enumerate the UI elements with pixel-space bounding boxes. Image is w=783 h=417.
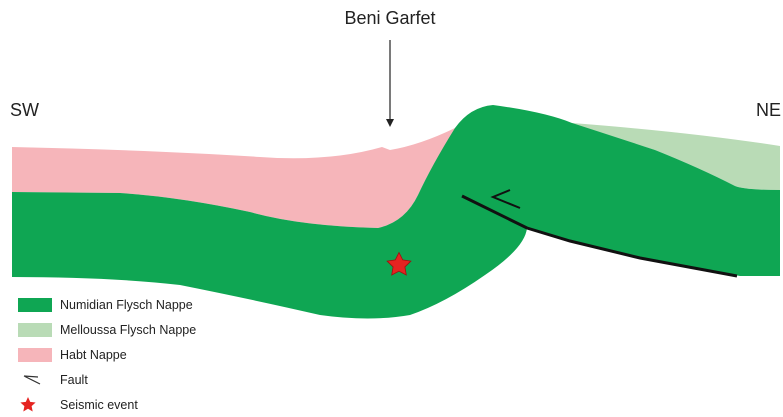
legend-item-seismic: Seismic event bbox=[18, 392, 196, 417]
legend-label: Habt Nappe bbox=[60, 348, 127, 362]
legend-item-melloussa: Melloussa Flysch Nappe bbox=[18, 317, 196, 342]
legend-item-fault: Fault bbox=[18, 367, 196, 392]
legend-item-habt: Habt Nappe bbox=[18, 342, 196, 367]
legend-label: Fault bbox=[60, 373, 88, 387]
pink-swatch bbox=[18, 348, 52, 362]
legend-item-numidian: Numidian Flysch Nappe bbox=[18, 292, 196, 317]
fault-arrow-icon bbox=[18, 371, 52, 389]
legend-label: Melloussa Flysch Nappe bbox=[60, 323, 196, 337]
legend-label: Seismic event bbox=[60, 398, 138, 412]
locality-arrow-head-icon bbox=[386, 119, 394, 127]
red-star-icon bbox=[18, 396, 52, 414]
ne-direction-label: NE bbox=[756, 100, 781, 120]
green-swatch bbox=[18, 298, 52, 312]
light-green-swatch bbox=[18, 323, 52, 337]
sw-direction-label: SW bbox=[10, 100, 39, 120]
legend: Numidian Flysch Nappe Melloussa Flysch N… bbox=[18, 292, 196, 417]
legend-label: Numidian Flysch Nappe bbox=[60, 298, 193, 312]
locality-label: Beni Garfet bbox=[344, 8, 435, 28]
